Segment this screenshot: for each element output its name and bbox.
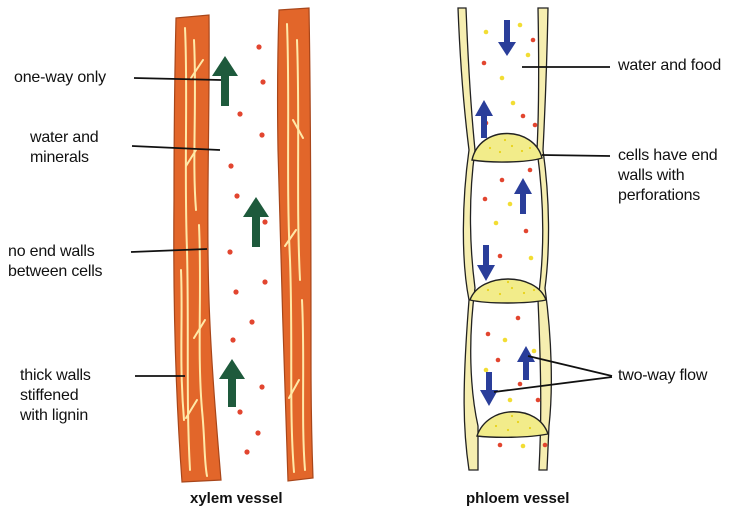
label-thick-walls: thick walls stiffened with lignin bbox=[20, 366, 91, 426]
label-line: two-way flow bbox=[618, 366, 707, 386]
label-water-minerals: water and minerals bbox=[30, 128, 98, 168]
label-line: between cells bbox=[8, 262, 102, 282]
xylem-up-arrow-1 bbox=[212, 56, 238, 106]
label-end-walls: cells have end walls with perforations bbox=[618, 146, 718, 206]
label-line: one-way only bbox=[14, 68, 106, 88]
label-line: thick walls bbox=[20, 366, 91, 386]
xylem-right-wall bbox=[278, 8, 313, 481]
label-no-end-walls: no end walls between cells bbox=[8, 242, 102, 282]
phloem-up-arrow-1 bbox=[475, 100, 493, 138]
xylem-arrows bbox=[212, 56, 269, 407]
label-line: with lignin bbox=[20, 406, 91, 426]
label-line: no end walls bbox=[8, 242, 102, 262]
phloem-down-arrow-2 bbox=[477, 245, 495, 281]
label-one-way: one-way only bbox=[14, 68, 106, 88]
label-water-food: water and food bbox=[618, 56, 721, 76]
label-line: water and bbox=[30, 128, 98, 148]
phloem-down-arrow-1 bbox=[498, 20, 516, 56]
label-line: water and food bbox=[618, 56, 721, 76]
label-line: perforations bbox=[618, 186, 718, 206]
phloem-down-arrow-3 bbox=[480, 372, 498, 406]
phloem-up-arrow-2 bbox=[514, 178, 532, 214]
phloem-title: phloem vessel bbox=[466, 490, 569, 507]
label-two-way: two-way flow bbox=[618, 366, 707, 386]
label-line: minerals bbox=[30, 148, 98, 168]
phloem-vessel bbox=[458, 8, 551, 470]
leader-two-way-down bbox=[494, 377, 612, 392]
xylem-up-arrow-3 bbox=[219, 359, 245, 407]
label-line: stiffened bbox=[20, 386, 91, 406]
phloem-arrows bbox=[475, 20, 535, 406]
phloem-left-wall bbox=[458, 8, 478, 470]
leader-end-walls bbox=[542, 155, 610, 156]
label-line: cells have end bbox=[618, 146, 718, 166]
xylem-title: xylem vessel bbox=[190, 490, 283, 507]
label-line: walls with bbox=[618, 166, 718, 186]
